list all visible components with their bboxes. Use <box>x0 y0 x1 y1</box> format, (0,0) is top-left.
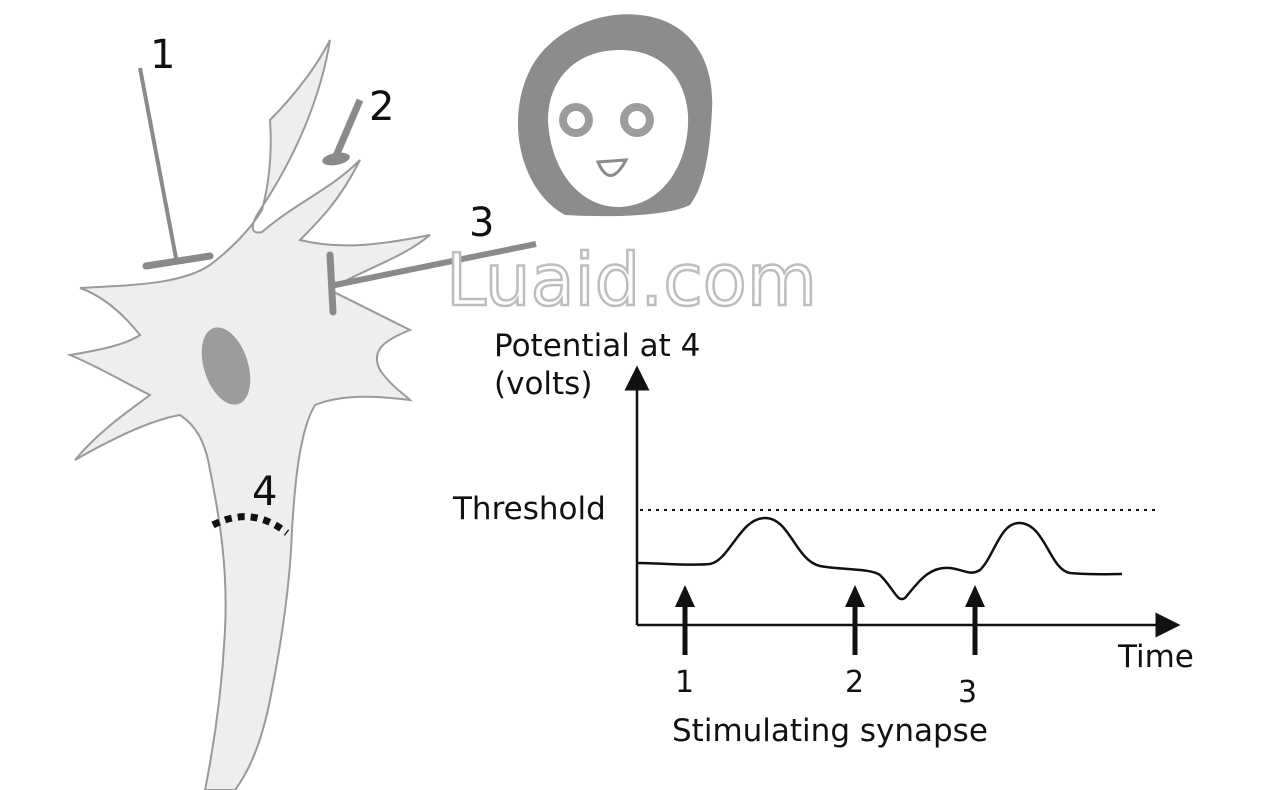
watermark-text: Luaid.com <box>446 238 817 322</box>
potential-graph: Potential at 4 (volts) Threshold Time 1 … <box>452 328 1194 749</box>
nucleus <box>201 327 251 405</box>
synapse-3-terminal <box>326 241 537 316</box>
y-axis-label-line2: (volts) <box>494 366 592 402</box>
stimulus-label-1: 1 <box>675 665 694 700</box>
synapse-1-terminal <box>138 67 214 270</box>
stimulus-label-2: 2 <box>845 665 864 700</box>
site-label-4: 4 <box>252 469 277 515</box>
stimulus-caption: Stimulating synapse <box>672 713 988 749</box>
left-fade <box>0 0 200 790</box>
y-axis-label-line1: Potential at 4 <box>494 328 700 364</box>
threshold-label: Threshold <box>452 491 606 527</box>
stimulus-arrow-3 <box>965 585 985 655</box>
synapse-label-3: 3 <box>469 200 494 246</box>
potential-curve <box>636 516 1123 601</box>
watermark-logo: Luaid.com <box>445 14 818 323</box>
stimulus-label-3: 3 <box>958 675 977 710</box>
synapse-label-1: 1 <box>150 32 175 78</box>
x-axis-label: Time <box>1117 639 1194 675</box>
neuron: 1 2 3 4 <box>0 0 537 790</box>
stimulus-arrow-1 <box>675 585 695 655</box>
site-4-marker <box>211 513 290 536</box>
synapse-2-terminal <box>322 98 364 166</box>
stimulus-arrow-2 <box>845 585 865 655</box>
synapse-label-2: 2 <box>369 84 394 130</box>
